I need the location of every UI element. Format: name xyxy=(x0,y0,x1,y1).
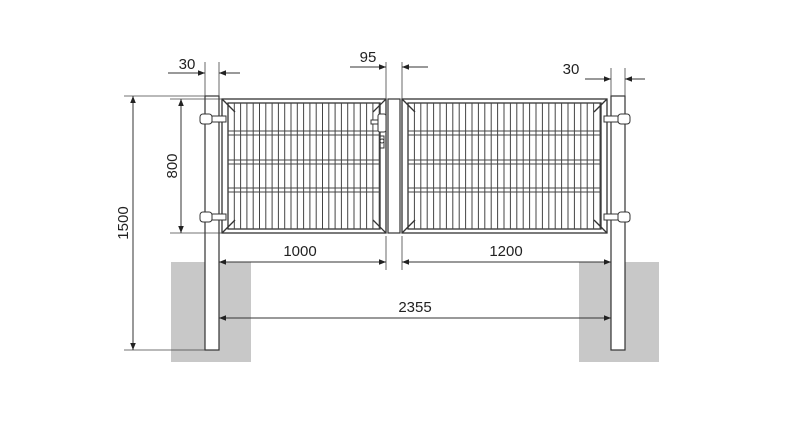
dimension-leaf-height: 800 xyxy=(164,98,222,234)
dimension-label: 800 xyxy=(164,153,181,178)
dimension-center-gap: 95 xyxy=(350,49,428,99)
dimension-label: 95 xyxy=(360,49,377,66)
left-post xyxy=(204,95,220,351)
dimension-post-width-left: 30 xyxy=(168,56,240,96)
right-post xyxy=(610,95,626,351)
dimension-label: 1000 xyxy=(283,243,316,260)
hinge-icon xyxy=(199,113,631,223)
left-gate-leaf xyxy=(221,98,387,234)
dimension-clear-width: 2355 xyxy=(219,299,611,321)
dimension-label: 1500 xyxy=(115,206,132,239)
dimension-label: 30 xyxy=(179,56,196,73)
dimension-post-width-right: 30 xyxy=(563,61,645,96)
dimension-right-leaf-width: 1200 xyxy=(401,236,611,270)
dimension-label: 2355 xyxy=(398,299,431,316)
dimension-label: 1200 xyxy=(489,243,522,260)
dimension-label: 30 xyxy=(563,61,580,78)
right-gate-leaf xyxy=(401,98,608,234)
door-handle-icon xyxy=(370,113,387,149)
dimension-total-height: 1500 xyxy=(115,95,205,351)
center-stop-bar xyxy=(387,98,401,234)
dimension-left-leaf-width: 1000 xyxy=(219,236,387,270)
